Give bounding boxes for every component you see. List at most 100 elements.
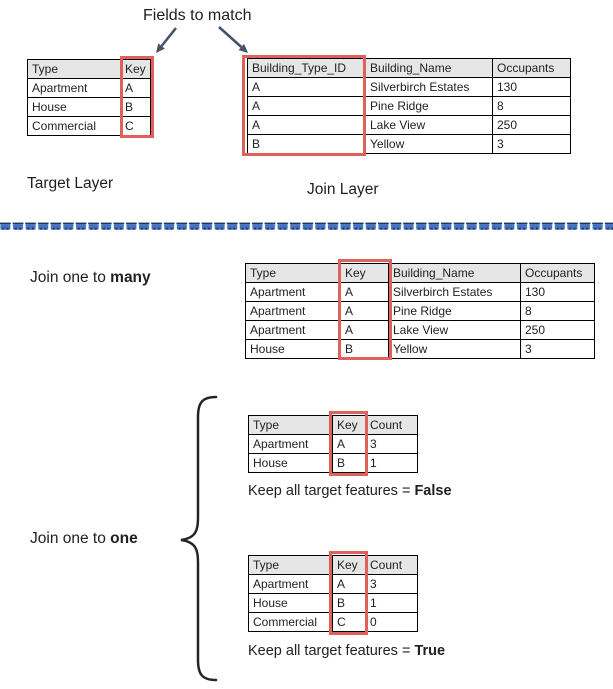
table-cell: Apartment — [245, 320, 341, 340]
join-one-to-one-label: Join one to one — [30, 530, 138, 548]
column-header: Building_Name — [388, 263, 521, 283]
fields-to-match-arrows — [156, 26, 248, 53]
table-cell: Silverbirch Estates — [365, 77, 493, 97]
join-one-to-many-label-prefix: Join one to — [30, 269, 111, 286]
table-cell: Yellow — [365, 134, 493, 154]
table-cell: A — [332, 434, 366, 454]
table-cell: A — [247, 96, 366, 116]
column-header: Occupants — [492, 58, 571, 78]
table-cell: A — [120, 78, 151, 98]
table-cell: A — [247, 77, 366, 97]
table-cell: Pine Ridge — [365, 96, 493, 116]
column-header: Key — [332, 415, 366, 435]
table-cell: 250 — [492, 115, 571, 135]
keep-false-caption: Keep all target features = False — [248, 483, 452, 499]
table-cell: Apartment — [248, 574, 333, 594]
table-cell: Apartment — [248, 434, 333, 454]
table-cell: B — [340, 339, 389, 359]
table-cell: Lake View — [365, 115, 493, 135]
table-cell: Apartment — [245, 301, 341, 321]
curly-brace-icon — [180, 395, 218, 682]
table-cell: B — [332, 593, 366, 613]
table-cell: B — [120, 97, 151, 117]
table-cell: A — [247, 115, 366, 135]
table-cell: B — [332, 453, 366, 473]
column-header: Building_Type_ID — [247, 58, 366, 78]
column-header: Occupants — [520, 263, 595, 283]
table-cell: 130 — [492, 77, 571, 97]
table-cell: Apartment — [27, 78, 121, 98]
table-cell: Apartment — [245, 282, 341, 302]
join-layer-label: Join Layer — [307, 181, 379, 198]
table-cell: Commercial — [248, 612, 333, 632]
column-header: Count — [365, 555, 418, 575]
target-layer-label: Target Layer — [27, 175, 114, 192]
table-cell: C — [332, 612, 366, 632]
join-one-to-many-label: Join one to many — [30, 269, 151, 287]
table-cell: C — [120, 116, 151, 136]
table-cell: Yellow — [388, 339, 521, 359]
fields-to-match-title: Fields to match — [143, 7, 252, 24]
table-cell: Commercial — [27, 116, 121, 136]
column-header: Key — [332, 555, 366, 575]
column-header: Key — [120, 59, 151, 79]
table-cell: 1 — [365, 453, 418, 473]
table-cell: 3 — [520, 339, 595, 359]
table-cell: House — [27, 97, 121, 117]
join-one-to-many-label-bold: many — [110, 269, 151, 286]
table-cell: House — [245, 339, 341, 359]
keep-false-caption-prefix: Keep all target features = — [248, 483, 415, 499]
table-cell: A — [340, 320, 389, 340]
table-cell: 0 — [365, 612, 418, 632]
table-cell: Pine Ridge — [388, 301, 521, 321]
keep-false-caption-bold: False — [414, 483, 452, 499]
keep-true-caption-prefix: Keep all target features = — [248, 643, 415, 659]
table-cell: Silverbirch Estates — [388, 282, 521, 302]
table-cell: 8 — [492, 96, 571, 116]
table-cell: 3 — [492, 134, 571, 154]
table-cell: 250 — [520, 320, 595, 340]
arrow-down-left-icon — [156, 27, 178, 53]
table-cell: Lake View — [388, 320, 521, 340]
column-header: Type — [27, 59, 121, 79]
column-header: Type — [245, 263, 341, 283]
keep-true-caption-bold: True — [414, 643, 446, 659]
table-cell: A — [340, 301, 389, 321]
table-cell: 8 — [520, 301, 595, 321]
table-cell: B — [247, 134, 366, 154]
table-cell: 1 — [365, 593, 418, 613]
table-cell: A — [340, 282, 389, 302]
section-divider — [0, 222, 613, 232]
join-one-to-one-label-bold: one — [110, 530, 138, 547]
table-cell: House — [248, 593, 333, 613]
table-cell: House — [248, 453, 333, 473]
keep-true-caption: Keep all target features = True — [248, 643, 445, 659]
column-header: Building_Name — [365, 58, 493, 78]
join-one-to-one-label-prefix: Join one to — [30, 530, 111, 547]
table-cell: 3 — [365, 574, 418, 594]
